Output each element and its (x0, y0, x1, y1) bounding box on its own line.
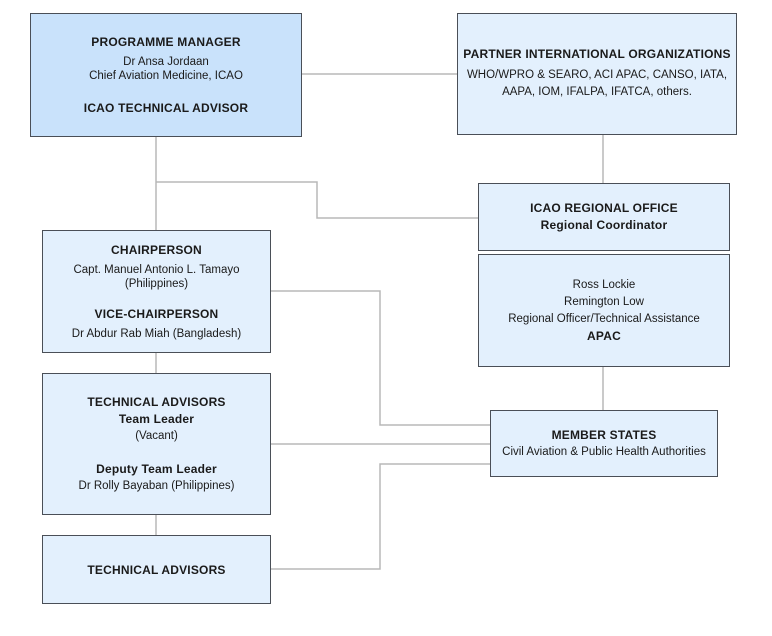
team-leader-value: (Vacant) (135, 429, 178, 442)
member-states-title: MEMBER STATES (551, 427, 657, 442)
deputy-team-leader-label: Deputy Team Leader (96, 461, 217, 476)
regional-coordinator-label: Regional Coordinator (540, 218, 668, 232)
partners-line-1: WHO/WPRO & SEARO, ACI APAC, CANSO, IATA, (466, 69, 728, 81)
chairperson-country: (Philippines) (124, 277, 189, 290)
connector-chair-member-states (270, 290, 490, 426)
connector-pm-regional-office (156, 181, 478, 219)
programme-manager-name: Dr Ansa Jordaan (123, 56, 209, 68)
staff-role: Regional Officer/Technical Assistance (508, 312, 700, 325)
staff-name-1: Ross Lockie (572, 278, 636, 291)
regional-office-box: ICAO REGIONAL OFFICE Regional Coordinato… (478, 183, 730, 251)
programme-manager-box: PROGRAMME MANAGER Dr Ansa Jordaan Chief … (30, 13, 302, 137)
technical-advisors-lead-title: TECHNICAL ADVISORS (87, 394, 226, 409)
regional-office-title: ICAO REGIONAL OFFICE (530, 201, 678, 215)
technical-advisors-title: TECHNICAL ADVISORS (87, 562, 226, 577)
regional-staff-box: Ross Lockie Remington Low Regional Offic… (478, 254, 730, 367)
staff-region: APAC (587, 328, 621, 343)
chairperson-box: CHAIRPERSON Capt. Manuel Antonio L. Tama… (42, 230, 271, 353)
partners-title: PARTNER INTERNATIONAL ORGANIZATIONS (463, 47, 731, 61)
staff-name-2: Remington Low (564, 295, 644, 308)
member-states-box: MEMBER STATES Civil Aviation & Public He… (490, 410, 718, 477)
vice-chairperson-title: VICE-CHAIRPERSON (94, 306, 219, 321)
programme-manager-title: PROGRAMME MANAGER (91, 35, 241, 49)
team-leader-label: Team Leader (118, 411, 195, 426)
technical-advisors-box: TECHNICAL ADVISORS (42, 535, 271, 604)
technical-advisors-lead-box: TECHNICAL ADVISORS Team Leader (Vacant) … (42, 373, 271, 515)
member-states-subtitle: Civil Aviation & Public Health Authoriti… (502, 445, 706, 458)
chairperson-title: CHAIRPERSON (111, 242, 202, 257)
programme-manager-role: Chief Aviation Medicine, ICAO (89, 70, 243, 82)
icao-technical-advisor-label: ICAO TECHNICAL ADVISOR (83, 101, 249, 115)
vice-chairperson-name: Dr Abdur Rab Miah (Bangladesh) (71, 327, 242, 340)
connector-techadvisors-member-states (270, 463, 490, 570)
partners-box: PARTNER INTERNATIONAL ORGANIZATIONS WHO/… (457, 13, 737, 135)
partners-line-2: AAPA, IOM, IFALPA, IFATCA, others. (502, 86, 692, 98)
chairperson-name: Capt. Manuel Antonio L. Tamayo (73, 263, 240, 276)
deputy-team-leader-value: Dr Rolly Bayaban (Philippines) (78, 479, 235, 492)
